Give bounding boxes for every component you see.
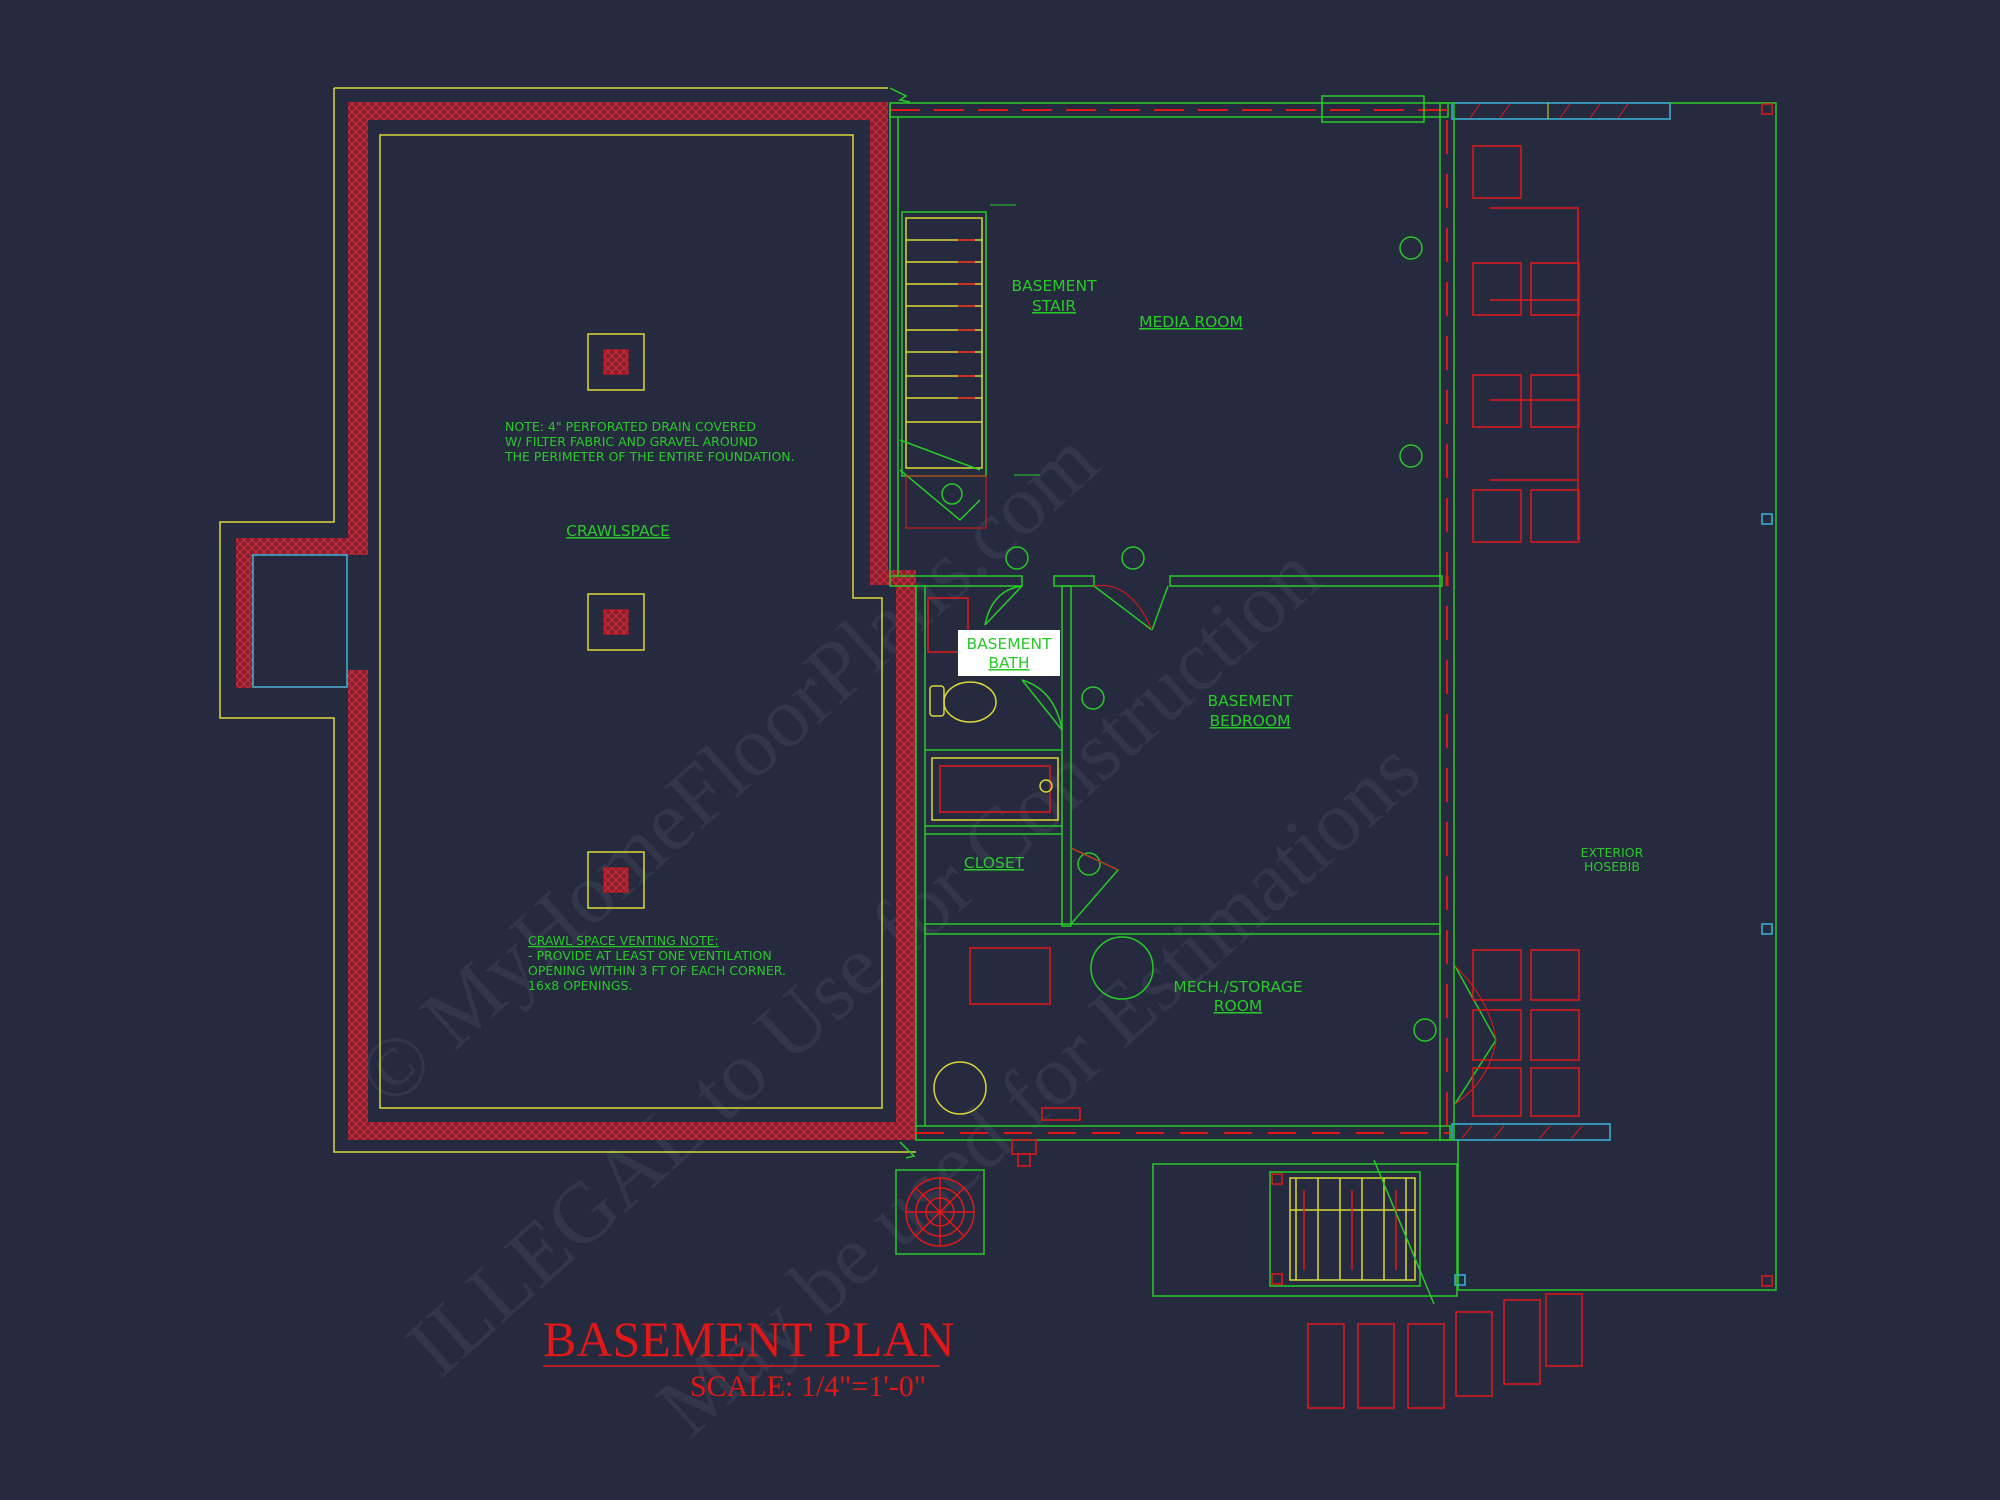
bath-fixtures — [927, 597, 1059, 821]
outdoor-furniture — [1472, 145, 1580, 1117]
room-label-media: MEDIA ROOM — [1139, 313, 1243, 331]
mech-fixtures — [933, 936, 1154, 1167]
exterior-steps — [1307, 1293, 1583, 1409]
drain-note: NOTE: 4" PERFORATED DRAIN COVERED W/ FIL… — [504, 419, 795, 464]
ceiling-lights — [1005, 236, 1437, 1042]
venting-note: CRAWL SPACE VENTING NOTE: - PROVIDE AT L… — [528, 933, 786, 993]
hosebib-label-line2: HOSEBIB — [1584, 859, 1640, 874]
basement-walls — [889, 95, 1671, 1141]
room-label-crawlspace: CRAWLSPACE — [566, 522, 670, 540]
window-well — [252, 554, 348, 688]
room-label-bedroom-line2: BEDROOM — [1210, 712, 1291, 730]
venting-note-line: OPENING WITHIN 3 FT OF EACH CORNER. — [528, 963, 786, 978]
footing-outline — [219, 87, 916, 1153]
water-heater-icon — [1090, 936, 1154, 1000]
hosebib-label-line1: EXTERIOR — [1581, 845, 1644, 860]
pier — [587, 593, 645, 651]
bathtub-icon — [931, 757, 1059, 821]
venting-note-heading: CRAWL SPACE VENTING NOTE: — [528, 933, 719, 948]
right-wall — [1439, 102, 1455, 1141]
drawing-title: BASEMENT PLAN — [543, 1311, 955, 1367]
drain-note-line: THE PERIMETER OF THE ENTIRE FOUNDATION. — [504, 449, 795, 464]
room-label-stair-line2: STAIR — [1032, 297, 1076, 315]
room-label-bedroom-line1: BASEMENT — [1207, 692, 1293, 710]
room-label-closet: CLOSET — [964, 854, 1025, 872]
room-label-bath-line1: BASEMENT — [966, 635, 1052, 653]
venting-note-line: - PROVIDE AT LEAST ONE VENTILATION — [528, 948, 772, 963]
tank-icon — [933, 1061, 987, 1115]
title-block: BASEMENT PLAN SCALE: 1/4"=1'-0" — [543, 1311, 955, 1403]
room-label-bath-line2: BATH — [988, 654, 1029, 672]
venting-note-line: 16x8 OPENINGS. — [528, 978, 633, 993]
furnace-icon — [969, 947, 1051, 1005]
watermark: © MyHomeFloorPlans.com ILLEGAL to Use fo… — [338, 411, 1437, 1454]
exterior-stair — [1152, 1159, 1458, 1305]
room-label-mech-line1: MECH./STORAGE — [1173, 978, 1302, 996]
room-label-mech-line2: ROOM — [1214, 997, 1263, 1015]
toilet-icon — [929, 685, 945, 717]
pier — [587, 333, 645, 391]
pier — [587, 851, 645, 909]
room-labels: CRAWLSPACE BASEMENT STAIR MEDIA ROOM BAS… — [566, 277, 1644, 1015]
room-label-stair-line1: BASEMENT — [1011, 277, 1097, 295]
crawlspace-inner-outline — [379, 134, 883, 1109]
drain-note-line: NOTE: 4" PERFORATED DRAIN COVERED — [505, 419, 756, 434]
drain-note-line: W/ FILTER FABRIC AND GRAVEL AROUND — [505, 434, 758, 449]
bath-label: BASEMENT BATH — [958, 630, 1060, 676]
crawlspace-foundation — [219, 87, 916, 1153]
sump-drain-icon — [895, 1169, 985, 1255]
exterior-patio — [1454, 102, 1777, 1291]
basement-stair — [899, 204, 1040, 529]
drawing-scale: SCALE: 1/4"=1'-0" — [690, 1370, 926, 1403]
